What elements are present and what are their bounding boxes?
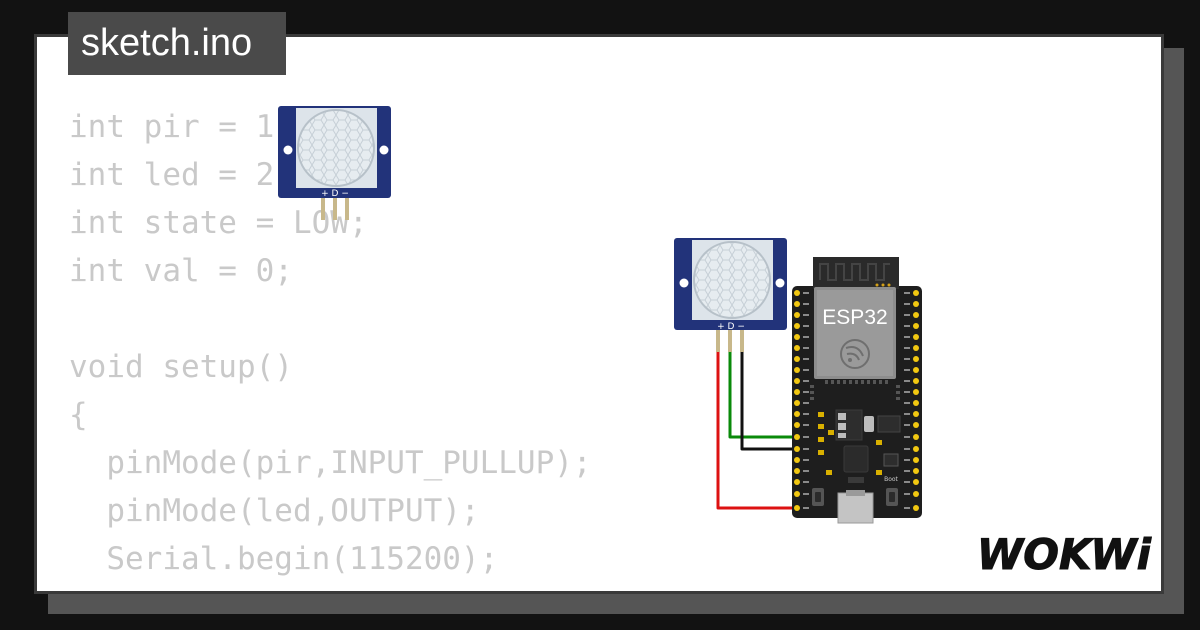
wokwi-logo[interactable]: WOKWi — [976, 524, 1152, 580]
signal-wire — [728, 330, 797, 439]
wokwi-logo-text: WOKWi — [977, 530, 1152, 579]
pir-pin-labels: + D − — [321, 189, 349, 199]
pir-sensor-2[interactable]: + D − — [674, 238, 787, 352]
right-pin-header — [913, 290, 919, 511]
power-wire — [716, 330, 797, 510]
code-line: int val = 0; — [69, 253, 293, 289]
left-pin-header — [794, 290, 800, 511]
pir-pin-labels: + D − — [717, 322, 745, 332]
svg-text:Boot: Boot — [884, 476, 898, 483]
code-line: pinMode(pir,INPUT_PULLUP); — [69, 445, 592, 481]
code-line: int pir = 1 — [69, 109, 275, 145]
code-line: Serial.begin(115200); — [69, 541, 499, 577]
espressif-logo-icon — [840, 339, 870, 369]
code-line: pinMode(led,OUTPUT); — [69, 493, 480, 529]
esp32-board[interactable]: ESP32 Boot — [792, 257, 922, 524]
preview-card: int pir = 1 int led = 2 int state = LOW; in… — [34, 34, 1164, 594]
code-line: } — [69, 583, 592, 591]
wires — [716, 330, 797, 510]
code-line: { — [69, 397, 88, 433]
code-line: void setup() — [69, 349, 293, 385]
esp32-label: ESP32 — [822, 306, 887, 329]
file-tab[interactable]: sketch.ino — [68, 12, 286, 75]
pir-sensor-1[interactable]: + D − — [278, 106, 391, 220]
code-line: int state = LOW; — [69, 205, 368, 241]
code-line: int led = 2 — [69, 157, 275, 193]
ground-wire — [740, 330, 797, 451]
code-editor[interactable]: int pir = 1 int led = 2 int state = LOW; in… — [69, 103, 592, 591]
